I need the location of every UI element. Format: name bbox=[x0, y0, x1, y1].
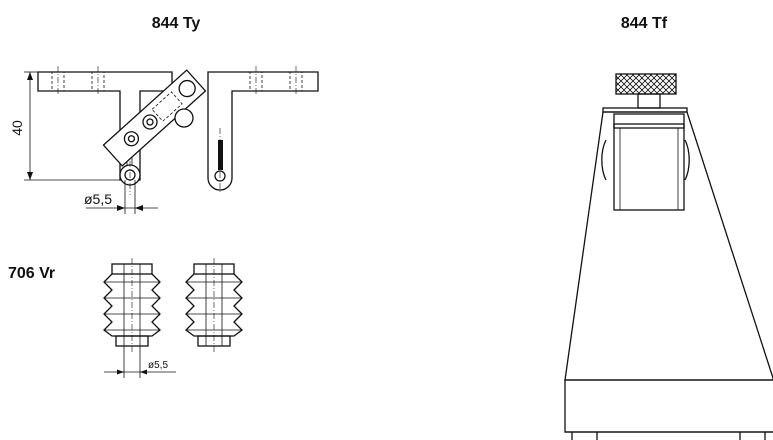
dimension-40-text: 40 bbox=[9, 120, 25, 136]
bellows-vr-left bbox=[103, 258, 161, 352]
knurled-knob bbox=[615, 73, 677, 95]
stand-tf bbox=[564, 73, 773, 440]
pivot-knob bbox=[174, 108, 194, 128]
diameter-vr-text: ø5,5 bbox=[148, 360, 168, 371]
title-706-vr: 706 Vr bbox=[8, 265, 55, 282]
tilted-hinge-plate bbox=[102, 69, 207, 167]
dimension-diameter-vr: ø5,5 bbox=[104, 346, 176, 378]
bracket-ty-right bbox=[207, 66, 319, 194]
hidden-holes bbox=[51, 66, 105, 96]
title-844-ty: 844 Ty bbox=[152, 15, 201, 32]
diameter-ty-text: ø5,5 bbox=[84, 191, 112, 207]
bellows-vr-right bbox=[185, 258, 243, 352]
dimension-height-40: 40 bbox=[9, 71, 120, 181]
dimension-diameter-ty: ø5,5 bbox=[84, 180, 158, 214]
title-844-tf: 844 Tf bbox=[621, 15, 668, 32]
